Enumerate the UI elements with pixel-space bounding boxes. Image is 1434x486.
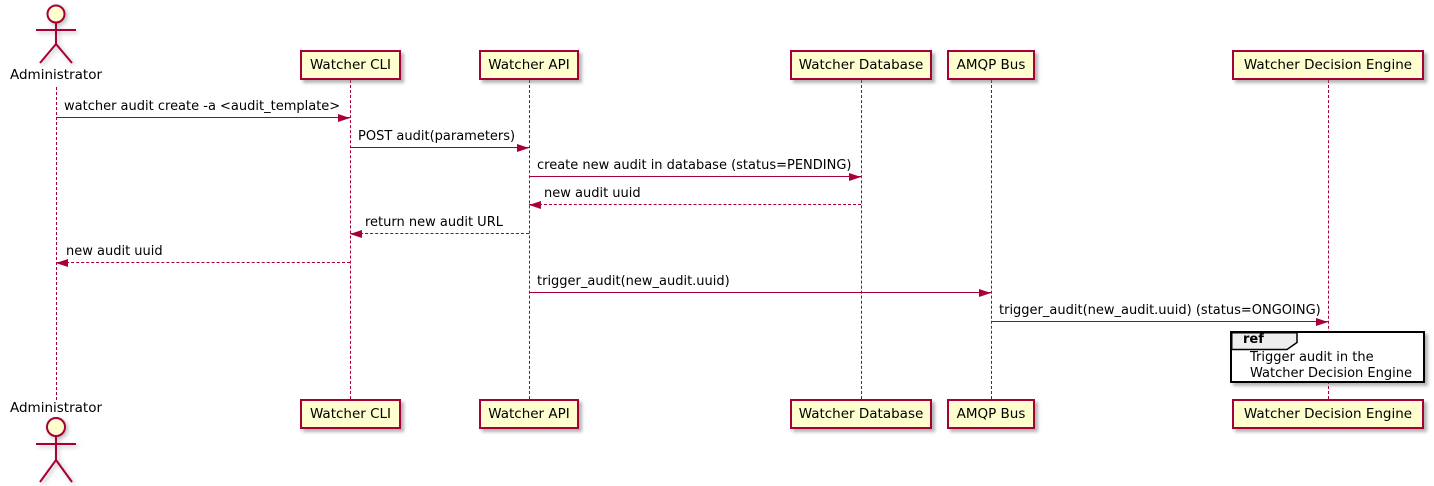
message-label: return new audit URL [365, 215, 503, 230]
participant-amqp-bus-bottom: AMQP Bus [947, 399, 1035, 429]
participant-watcher-cli-bottom: Watcher CLI [300, 399, 401, 429]
arrowhead-icon [529, 201, 541, 209]
arrowhead-icon [849, 173, 861, 181]
lifeline-watcher-api [529, 80, 530, 399]
ref-header: ref [1231, 332, 1301, 351]
message-label: new audit uuid [544, 186, 641, 201]
participant-watcher-database-top: Watcher Database [790, 50, 932, 80]
arrowhead-icon [1316, 318, 1328, 326]
lifeline-watcher-decision-engine [1327, 80, 1329, 399]
arrowhead-icon [56, 259, 68, 267]
message-trigger-audit: trigger_audit(new_audit.uuid) [529, 274, 991, 297]
message-label: POST audit(parameters) [358, 129, 516, 144]
ref-body: Trigger audit in the Watcher Decision En… [1250, 350, 1412, 382]
lifeline-watcher-cli [350, 80, 351, 399]
participant-amqp-bus-top: AMQP Bus [947, 50, 1035, 80]
message-label: create new audit in database (status=PEN… [537, 158, 852, 173]
participant-watcher-cli-top: Watcher CLI [300, 50, 401, 80]
actor-icon [36, 4, 76, 64]
participant-watcher-decision-engine-bottom: Watcher Decision Engine [1232, 399, 1424, 429]
lifeline-administrator [55, 87, 57, 400]
ref-keyword: ref [1243, 332, 1264, 347]
lifeline-amqp-bus [990, 80, 992, 399]
actor-icon [36, 417, 76, 483]
ref-fragment: ref Trigger audit in the Watcher Decisio… [1230, 331, 1425, 383]
message-label: new audit uuid [66, 244, 163, 259]
arrowhead-icon [350, 230, 362, 238]
message-label: watcher audit create -a <audit_template> [64, 99, 341, 114]
message-return-new-audit-uuid-db: new audit uuid [529, 186, 861, 209]
message-create-audit-db: create new audit in database (status=PEN… [529, 158, 861, 181]
message-label: trigger_audit(new_audit.uuid) [537, 274, 730, 289]
ref-line: Watcher Decision Engine [1250, 366, 1412, 381]
message-post-audit: POST audit(parameters) [350, 129, 529, 152]
arrowhead-icon [979, 289, 991, 297]
message-label: trigger_audit(new_audit.uuid) (status=ON… [999, 303, 1321, 318]
arrowhead-icon [517, 144, 529, 152]
message-return-new-audit-uuid-cli: new audit uuid [56, 244, 350, 267]
message-return-new-audit-url: return new audit URL [350, 215, 529, 238]
message-trigger-audit-ongoing: trigger_audit(new_audit.uuid) (status=ON… [991, 303, 1328, 326]
arrowhead-icon [338, 114, 350, 122]
ref-pentagon-icon [1231, 332, 1298, 351]
actor-administrator-top-label: Administrator [9, 67, 103, 83]
ref-line: Trigger audit in the [1250, 350, 1374, 365]
participant-watcher-decision-engine-top: Watcher Decision Engine [1232, 50, 1424, 80]
participant-watcher-database-bottom: Watcher Database [790, 399, 932, 429]
actor-administrator-bottom-label: Administrator [9, 400, 103, 416]
lifeline-watcher-database [861, 80, 862, 399]
message-audit-create: watcher audit create -a <audit_template> [56, 99, 350, 122]
participant-watcher-api-top: Watcher API [479, 50, 579, 80]
participant-watcher-api-bottom: Watcher API [479, 399, 579, 429]
